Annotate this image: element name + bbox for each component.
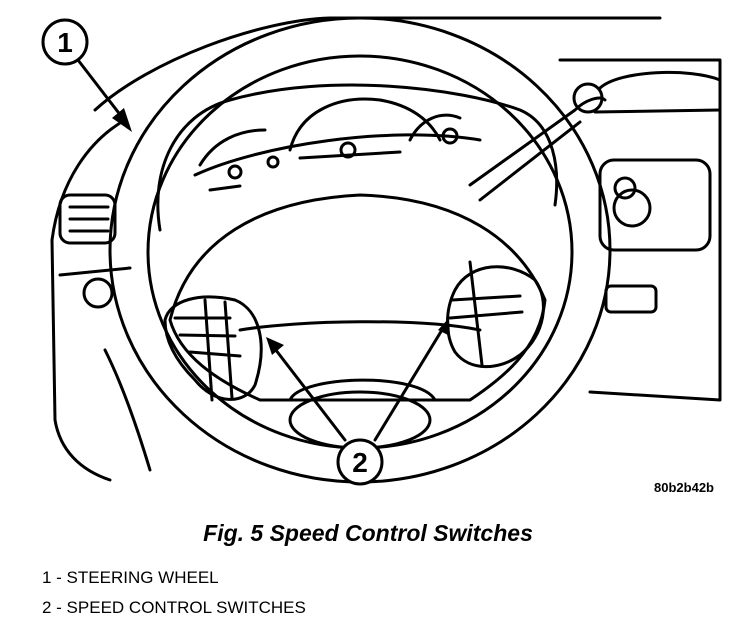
legend-item-2: 2 - SPEED CONTROL SWITCHES xyxy=(42,598,306,617)
image-reference-id: 80b2b42b xyxy=(654,480,714,495)
wheel-hub xyxy=(168,193,547,402)
hub-seam xyxy=(238,320,482,332)
arrow-1 xyxy=(112,108,132,132)
console-knob xyxy=(612,188,652,228)
left-vent xyxy=(58,193,117,245)
console-panel xyxy=(598,158,712,252)
callout-label-2: 2 xyxy=(352,447,368,478)
gauge-left xyxy=(198,128,267,167)
callout-label-1: 1 xyxy=(57,27,73,58)
arrow-2a xyxy=(266,337,284,355)
right-console xyxy=(558,58,722,402)
console-knob-small xyxy=(613,176,637,200)
dash-top-edge xyxy=(93,16,662,112)
cluster-hood xyxy=(156,83,559,232)
steering-wheel-rim-outer xyxy=(108,16,612,484)
console-button xyxy=(604,284,658,314)
legend: 1 - STEERING WHEEL 2 - SPEED CONTROL SWI… xyxy=(42,563,306,623)
legend-item-1: 1 - STEERING WHEEL xyxy=(42,568,219,587)
figure-caption: Fig. 5 Speed Control Switches xyxy=(203,520,533,546)
callout-circle-2 xyxy=(336,438,384,486)
dash-lower-left xyxy=(103,348,152,472)
right-switch-housing xyxy=(446,265,545,369)
spoke-lower xyxy=(288,378,437,402)
leader-2a xyxy=(270,343,347,442)
steering-wheel-illustration: 1 2 xyxy=(41,16,722,486)
left-knob xyxy=(82,277,114,309)
dash-left-inner xyxy=(58,266,132,277)
arrow-2b xyxy=(438,318,450,336)
right-vent xyxy=(598,70,722,90)
callout-circle-1 xyxy=(41,18,89,66)
right-vent-inner xyxy=(593,108,722,114)
left-switch-housing xyxy=(163,295,263,401)
leader-2b xyxy=(373,323,447,442)
stalk-knob xyxy=(572,82,604,114)
dash-left-panel xyxy=(50,118,127,482)
gauge-right xyxy=(408,113,462,142)
